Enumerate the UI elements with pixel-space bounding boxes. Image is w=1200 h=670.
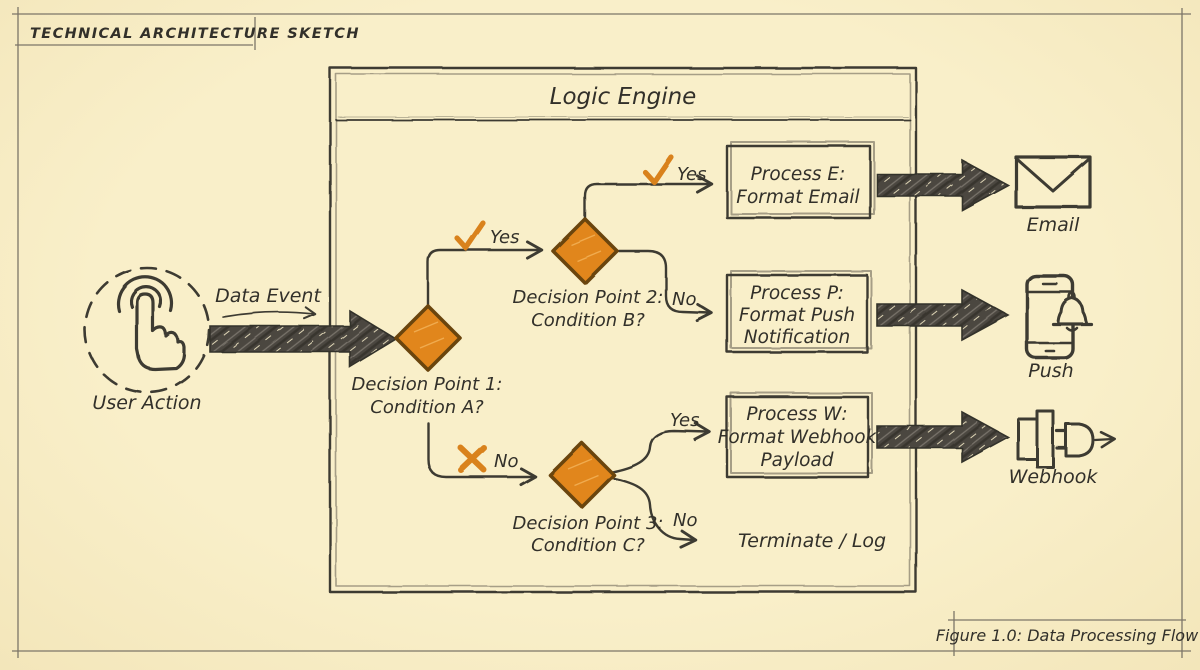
- connector-dp1-yes: [426, 240, 544, 308]
- push-icon: [1025, 274, 1093, 360]
- sheet-title: TECHNICAL ARCHITECTURE SKETCH: [30, 26, 360, 42]
- decision-1-diamond: [394, 304, 462, 372]
- dp1-no-label: No: [494, 451, 518, 472]
- process-webhook-line2: Format Webhook: [718, 427, 878, 448]
- process-email-box: [725, 141, 875, 220]
- connector-dp3-yes: [610, 422, 712, 474]
- text-layer: TECHNICAL ARCHITECTURE SKETCH Figure 1.0…: [30, 26, 1199, 645]
- figure-caption: Figure 1.0: Data Processing Flow: [936, 626, 1199, 645]
- dp1-yes-label: Yes: [490, 227, 519, 248]
- connector-dp2-no: [617, 249, 714, 323]
- x-icon: [458, 445, 487, 473]
- process-push-line1: Process P:: [750, 283, 844, 304]
- decision-1-label: Decision Point 1:: [352, 374, 503, 395]
- check-icon: [454, 220, 486, 251]
- decision-2-label: Decision Point 2:: [513, 287, 664, 308]
- decision-3-label2: Condition C?: [531, 535, 645, 556]
- dp3-yes-label: Yes: [670, 410, 699, 431]
- check-icon: [642, 154, 674, 185]
- email-icon: [1014, 155, 1092, 209]
- process-webhook-line3: Payload: [761, 450, 834, 471]
- branch-glyphs: [454, 154, 674, 473]
- process-email-line2: Format Email: [736, 187, 860, 208]
- drafting-frame: [12, 7, 1191, 658]
- process-email-line1: Process E:: [751, 164, 846, 185]
- connector-dp1-no: [426, 421, 538, 487]
- process-push-line3: Notification: [744, 327, 850, 348]
- connector-dp2-yes: [583, 174, 714, 220]
- data-event-arrow: [222, 306, 317, 320]
- input-flow-arrow: [209, 309, 398, 369]
- user-action-label: User Action: [92, 392, 201, 414]
- tap-icon: [116, 275, 186, 371]
- webhook-icon: [1016, 409, 1116, 469]
- dp3-no-label: No: [673, 510, 697, 531]
- process-push-line2: Format Push: [739, 305, 855, 326]
- webhook-output-label: Webhook: [1009, 466, 1099, 488]
- process-boxes: [725, 141, 875, 479]
- webhook-flow-arrow: [876, 410, 1010, 464]
- dp2-no-label: No: [672, 289, 696, 310]
- process-webhook-line1: Process W:: [746, 404, 847, 425]
- decision-diamonds: [394, 217, 619, 509]
- connectors: [426, 174, 714, 549]
- data-event-label: Data Event: [215, 285, 322, 307]
- decision-1-label2: Condition A?: [370, 397, 484, 418]
- email-output-label: Email: [1027, 214, 1080, 236]
- connector-dp3-no: [610, 476, 698, 549]
- push-flow-arrow: [876, 288, 1010, 342]
- push-output-label: Push: [1028, 360, 1073, 382]
- decision-3-label: Decision Point 3:: [513, 513, 664, 534]
- terminate-label: Terminate / Log: [738, 530, 886, 552]
- dp2-yes-label: Yes: [677, 164, 706, 185]
- bell-icon: [1051, 291, 1093, 332]
- decision-2-label2: Condition B?: [531, 310, 645, 331]
- decision-2-diamond: [551, 217, 619, 285]
- logic-engine-title: Logic Engine: [550, 84, 697, 110]
- process-push-box: [725, 270, 872, 354]
- output-arrows: [876, 158, 1010, 464]
- user-action-node: [83, 266, 211, 394]
- email-flow-arrow: [876, 158, 1010, 212]
- process-webhook-box: [725, 392, 873, 479]
- decision-3-diamond: [548, 441, 616, 509]
